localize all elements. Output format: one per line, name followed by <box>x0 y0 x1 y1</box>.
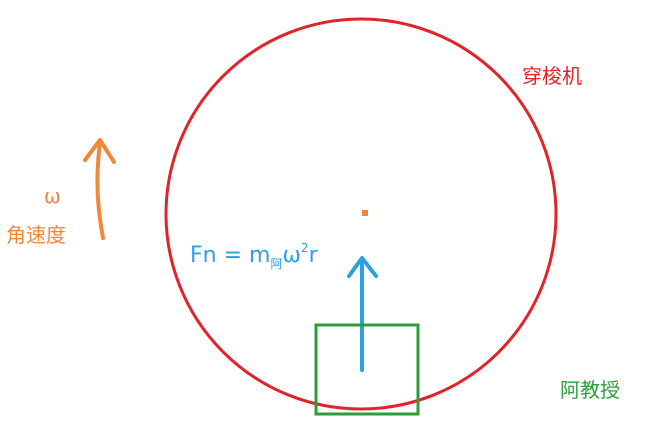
omega-label: ω <box>44 184 61 208</box>
angular-velocity-label: 角速度 <box>6 223 66 247</box>
shuttle-label: 穿梭机 <box>522 64 582 88</box>
professor-label: 阿教授 <box>560 378 620 402</box>
force-arrow-icon <box>347 256 378 372</box>
formula-mass: m <box>249 243 271 268</box>
formula-omega: ω <box>282 243 301 268</box>
center-dot-icon <box>362 210 368 216</box>
formula-omega-exponent: 2 <box>300 241 309 255</box>
rotation-arrow-icon <box>83 138 116 240</box>
centripetal-force-formula: Fn = m阿ω2r <box>190 241 318 272</box>
shuttle-circle <box>164 17 558 411</box>
professor-box <box>314 323 420 416</box>
formula-radius: r <box>308 243 318 268</box>
formula-lhs: Fn <box>190 243 217 268</box>
formula-equals: = <box>216 243 250 268</box>
formula-mass-subscript: 阿 <box>270 257 283 271</box>
